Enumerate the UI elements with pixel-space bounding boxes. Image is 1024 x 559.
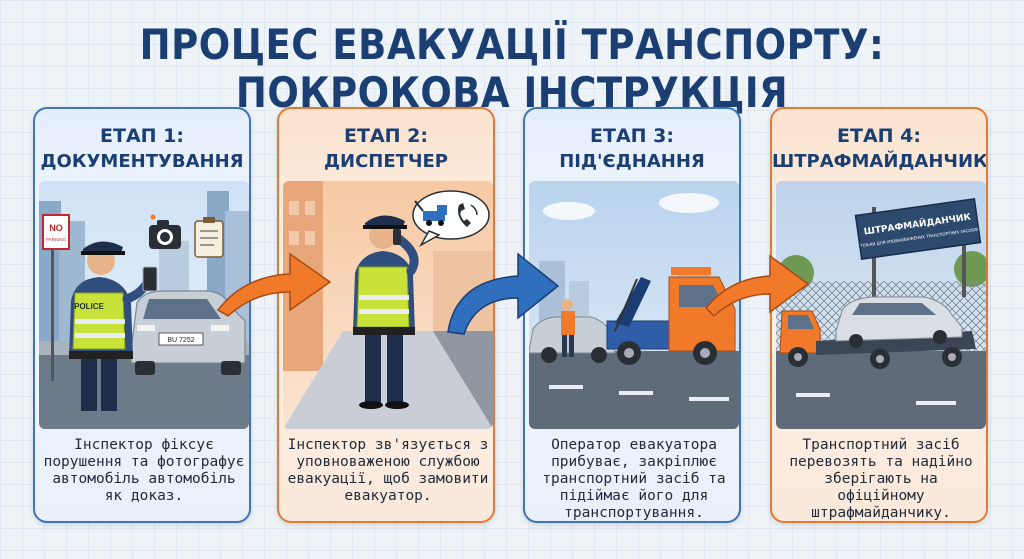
step-card-3: ЕТАП 3: ПІД'ЄДНАННЯ bbox=[523, 107, 741, 523]
page-title: ПРОЦЕС ЕВАКУАЦІЇ ТРАНСПОРТУ: ПОКРОКОВА І… bbox=[139, 20, 885, 118]
scene-impound: ШТРАФМАЙДАНЧИК ТІЛЬКИ ДЛЯ УПОВНОВАЖЕНИХ … bbox=[776, 181, 986, 429]
smartphone-icon bbox=[142, 266, 158, 292]
parked-car: BU 7252 bbox=[130, 290, 246, 375]
step-card-2: ЕТАП 2: ДИСПЕТЧЕР bbox=[277, 107, 495, 523]
step-header: ЕТАП 2: ДИСПЕТЧЕР bbox=[279, 123, 493, 175]
step-name: ШТРАФМАЙДАНЧИК bbox=[772, 151, 988, 172]
phone-device-icon bbox=[393, 229, 401, 245]
tow-operator bbox=[561, 299, 575, 357]
license-plate: BU 7252 bbox=[167, 337, 194, 344]
arrow-right-icon bbox=[214, 240, 334, 320]
step-number: ЕТАП 4: bbox=[837, 125, 921, 147]
step-card-4: ЕТАП 4: ШТРАФМАЙДАНЧИК bbox=[770, 107, 988, 523]
flatbed-truck-icon bbox=[779, 296, 976, 369]
sign-text: NO bbox=[49, 223, 63, 233]
arrow-right-icon bbox=[442, 244, 562, 336]
step-description: Інспектор зв'язується з уповноваженою сл… bbox=[287, 437, 489, 504]
step-name: ПІД'ЄДНАННЯ bbox=[559, 151, 705, 172]
step-header: ЕТАП 4: ШТРАФМАЙДАНЧИК bbox=[772, 123, 986, 175]
step-number: ЕТАП 3: bbox=[590, 125, 674, 147]
step-description: Інспектор фіксує порушення та фотографує… bbox=[43, 437, 245, 504]
police-officer: POLICE bbox=[69, 241, 158, 411]
scene-documenting: NO PARKING BU 7252 bbox=[39, 181, 249, 429]
step-name: ДИСПЕТЧЕР bbox=[324, 151, 448, 172]
scene-dispatcher bbox=[283, 181, 493, 429]
vest-label: POLICE bbox=[74, 302, 104, 311]
impound-sign: ШТРАФМАЙДАНЧИК ТІЛЬКИ ДЛЯ УПОВНОВАЖЕНИХ … bbox=[854, 198, 982, 297]
step-name: ДОКУМЕНТУВАННЯ bbox=[40, 151, 244, 172]
tow-truck-icon bbox=[414, 200, 447, 226]
clipboard-icon bbox=[194, 217, 224, 258]
arrow-right-icon bbox=[702, 246, 812, 320]
sign-subtext: PARKING bbox=[46, 237, 66, 242]
step-number: ЕТАП 1: bbox=[100, 125, 184, 147]
step-description: Оператор евакуатора прибуває, закріплює … bbox=[542, 437, 726, 521]
no-parking-sign: NO PARKING bbox=[42, 214, 70, 250]
step-card-1: ЕТАП 1: ДОКУМЕНТУВАННЯ NO PARKING bbox=[33, 107, 251, 523]
step-header: ЕТАП 3: ПІД'ЄДНАННЯ bbox=[525, 123, 739, 175]
step-description: Транспортний засіб перевозять та надійно… bbox=[789, 437, 973, 521]
step-header: ЕТАП 1: ДОКУМЕНТУВАННЯ bbox=[35, 123, 249, 175]
scene-hookup bbox=[529, 181, 739, 429]
police-officer bbox=[353, 215, 419, 409]
camera-icon bbox=[149, 214, 181, 249]
step-number: ЕТАП 2: bbox=[344, 125, 428, 147]
phone-icon bbox=[458, 203, 478, 227]
speech-bubble bbox=[412, 190, 490, 247]
